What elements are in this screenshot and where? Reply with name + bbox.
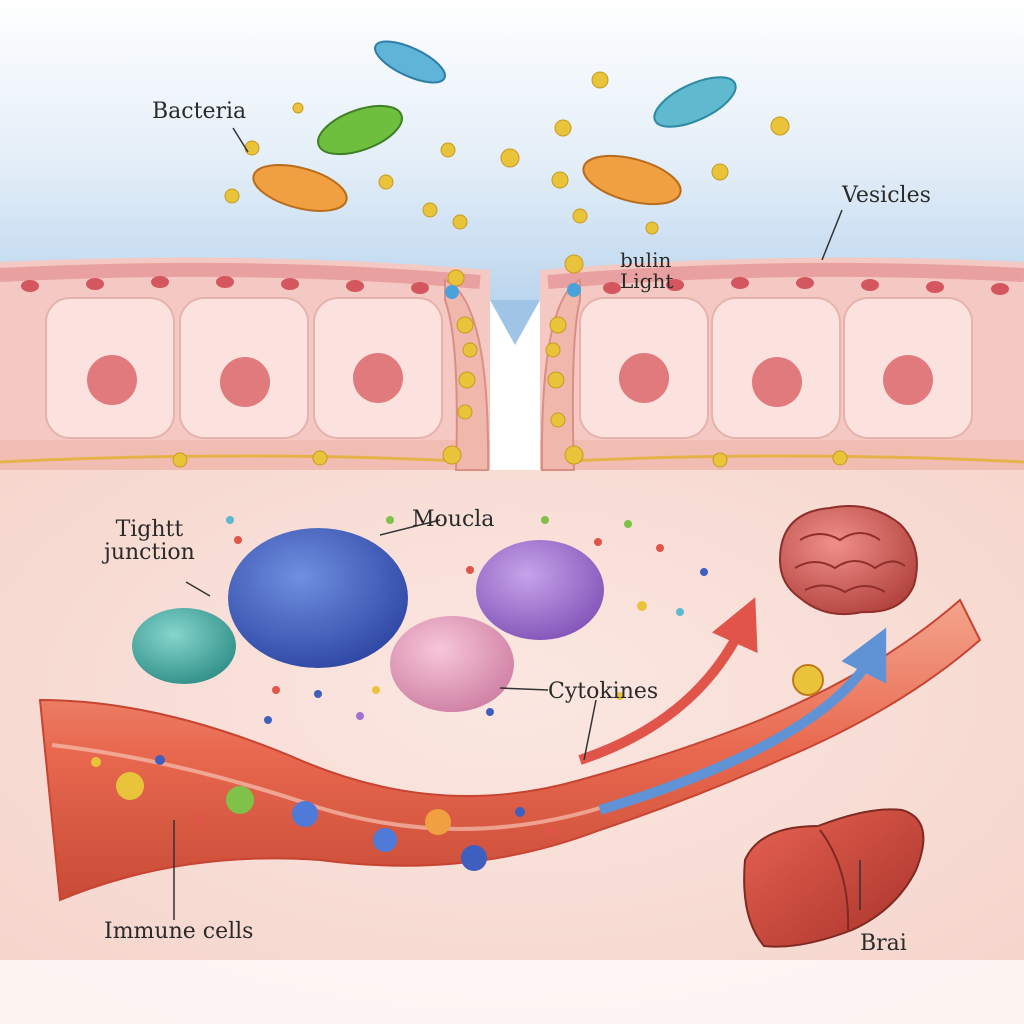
- label-tight-junction: Tightt junction: [104, 517, 195, 566]
- label-vesicles: Vesicles: [842, 183, 931, 208]
- blood-vessel: [38, 598, 982, 902]
- epithelial-layer: [0, 257, 1024, 471]
- immune-cell-icon: [132, 528, 604, 712]
- epithelial-cell: [843, 297, 973, 439]
- label-moucla: Moucla: [412, 507, 495, 532]
- junction-beads: [172, 254, 848, 468]
- label-bacteria: Bacteria: [152, 99, 247, 124]
- label-cytokines: Cytokines: [548, 679, 659, 704]
- label-light: bulin Light: [620, 248, 674, 293]
- vesicle-icon: [224, 71, 790, 235]
- epithelial-cell: [711, 297, 841, 439]
- epithelial-cell: [45, 297, 175, 439]
- epithelial-cell: [179, 297, 309, 439]
- label-brain: Brai: [860, 931, 907, 956]
- mucosa-dots: [21, 276, 1009, 295]
- cytokine-dots: [226, 516, 708, 724]
- brain-icon: [778, 505, 918, 616]
- epithelial-cell: [313, 297, 443, 439]
- label-immune-cells: Immune cells: [104, 919, 254, 944]
- blood-particles: [91, 755, 555, 871]
- vein-arrow: [598, 627, 887, 815]
- artery-arrow: [578, 597, 758, 765]
- liver-icon: [743, 808, 925, 948]
- epithelial-cell: [579, 297, 709, 439]
- bacteria-icon: [252, 40, 737, 212]
- label-leader-lines: [173, 127, 861, 920]
